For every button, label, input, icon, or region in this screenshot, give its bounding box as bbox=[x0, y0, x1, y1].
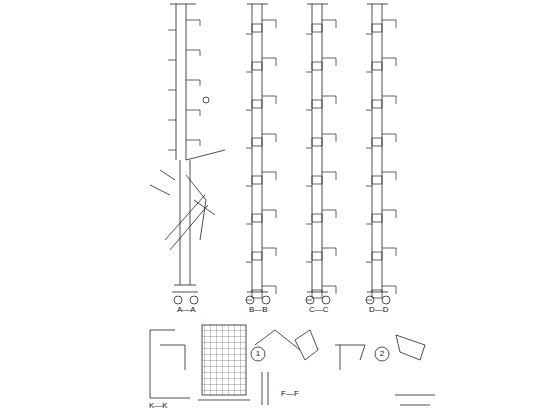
slab-detail bbox=[366, 286, 396, 300]
section-label: A—A bbox=[176, 306, 197, 314]
slab-detail bbox=[306, 286, 336, 300]
slab-detail bbox=[246, 58, 276, 72]
slab-detail bbox=[306, 20, 336, 34]
slab-detail bbox=[306, 58, 336, 72]
section-label: F—F bbox=[280, 390, 300, 398]
slab-detail bbox=[306, 134, 336, 148]
slab-detail bbox=[246, 286, 276, 300]
section-label: C—C bbox=[308, 306, 330, 314]
slab-detail bbox=[246, 172, 276, 186]
slab-detail bbox=[306, 172, 336, 186]
section-label: D—D bbox=[368, 306, 390, 314]
slab-detail bbox=[366, 96, 396, 110]
detail-marker: 1 bbox=[250, 346, 266, 362]
slab-detail bbox=[366, 20, 396, 34]
slab-detail bbox=[366, 58, 396, 72]
slab-detail bbox=[246, 210, 276, 224]
slab-detail bbox=[246, 248, 276, 262]
slab-detail bbox=[366, 172, 396, 186]
slab-detail bbox=[246, 20, 276, 34]
slab-detail bbox=[246, 96, 276, 110]
detail-marker: 2 bbox=[374, 346, 390, 362]
slab-detail bbox=[366, 134, 396, 148]
section-label: B—B bbox=[248, 306, 269, 314]
section-label: K—K bbox=[148, 402, 169, 410]
slab-detail bbox=[306, 96, 336, 110]
slab-detail bbox=[366, 210, 396, 224]
slab-detail bbox=[246, 134, 276, 148]
detail-number: 2 bbox=[374, 350, 390, 358]
slab-detail bbox=[306, 210, 336, 224]
detail-number: 1 bbox=[250, 350, 266, 358]
slab-detail bbox=[366, 248, 396, 262]
slab-detail bbox=[306, 248, 336, 262]
